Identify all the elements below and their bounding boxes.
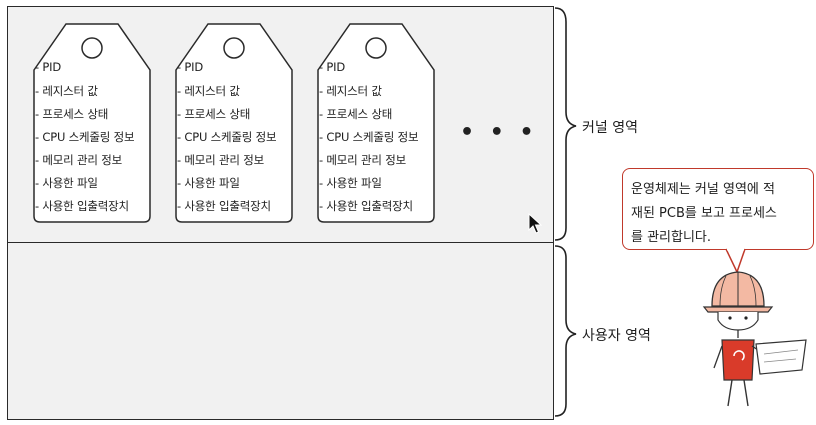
pcb-field: - PID [35, 60, 61, 74]
kernel-region-label: 커널 영역 [582, 120, 638, 136]
pcb-field: - 사용한 파일 [35, 176, 98, 190]
pcb-field: - 사용한 파일 [177, 176, 240, 190]
pcb-field: - 메모리 관리 정보 [319, 153, 406, 167]
pcb-field: - 메모리 관리 정보 [35, 153, 122, 167]
pcb-tag: - PID - 레지스터 값 - 프로세스 상태 - CPU 스케줄링 정보 - 메모리… [312, 22, 440, 224]
pcb-field: - 프로세스 상태 [319, 107, 393, 121]
region-braces [554, 7, 577, 417]
pcb-field: - 사용한 파일 [319, 176, 382, 190]
user-region [7, 242, 554, 420]
pcb-field: - 메모리 관리 정보 [177, 153, 264, 167]
pcb-field: - 사용한 입출력장치 [35, 199, 129, 213]
cursor-icon [528, 213, 542, 234]
pcb-field: - 레지스터 값 [319, 84, 382, 98]
pcb-tag: - PID - 레지스터 값 - 프로세스 상태 - CPU 스케줄링 정보 - 메모리… [28, 22, 156, 224]
pcb-tag-icon [317, 23, 435, 223]
pcb-field: - 사용한 입출력장치 [177, 199, 271, 213]
speech-line: 재된 PCB를 보고 프로세스 [631, 206, 777, 221]
pcb-field: - CPU 스케줄링 정보 [177, 130, 277, 144]
user-brace [554, 245, 577, 417]
pcb-field: - 프로세스 상태 [35, 107, 109, 121]
pcb-field: - PID [319, 60, 345, 74]
speech-line: 를 관리합니다. [631, 230, 712, 245]
pcb-field: - 레지스터 값 [177, 84, 240, 98]
user-region-label: 사용자 영역 [582, 328, 651, 344]
pcb-field: - 레지스터 값 [35, 84, 98, 98]
pcb-field: - CPU 스케줄링 정보 [319, 130, 419, 144]
pcb-tag-icon [175, 23, 293, 223]
pcb-field: - PID [177, 60, 203, 74]
pcb-tag-icon [33, 23, 151, 223]
speech-bubble: 운영체제는 커널 영역에 적 재된 PCB를 보고 프로세스 를 관리합니다. [622, 168, 814, 250]
engineer-character-icon [702, 271, 807, 407]
pcb-field: - CPU 스케줄링 정보 [35, 130, 135, 144]
pcb-field: - 사용한 입출력장치 [319, 199, 413, 213]
pcb-tag: - PID - 레지스터 값 - 프로세스 상태 - CPU 스케줄링 정보 - 메모리… [170, 22, 298, 224]
more-pcbs-ellipsis: • • • [460, 120, 538, 145]
pcb-field: - 프로세스 상태 [177, 107, 251, 121]
speech-line: 운영체제는 커널 영역에 적 [631, 182, 775, 197]
kernel-brace [554, 7, 577, 241]
